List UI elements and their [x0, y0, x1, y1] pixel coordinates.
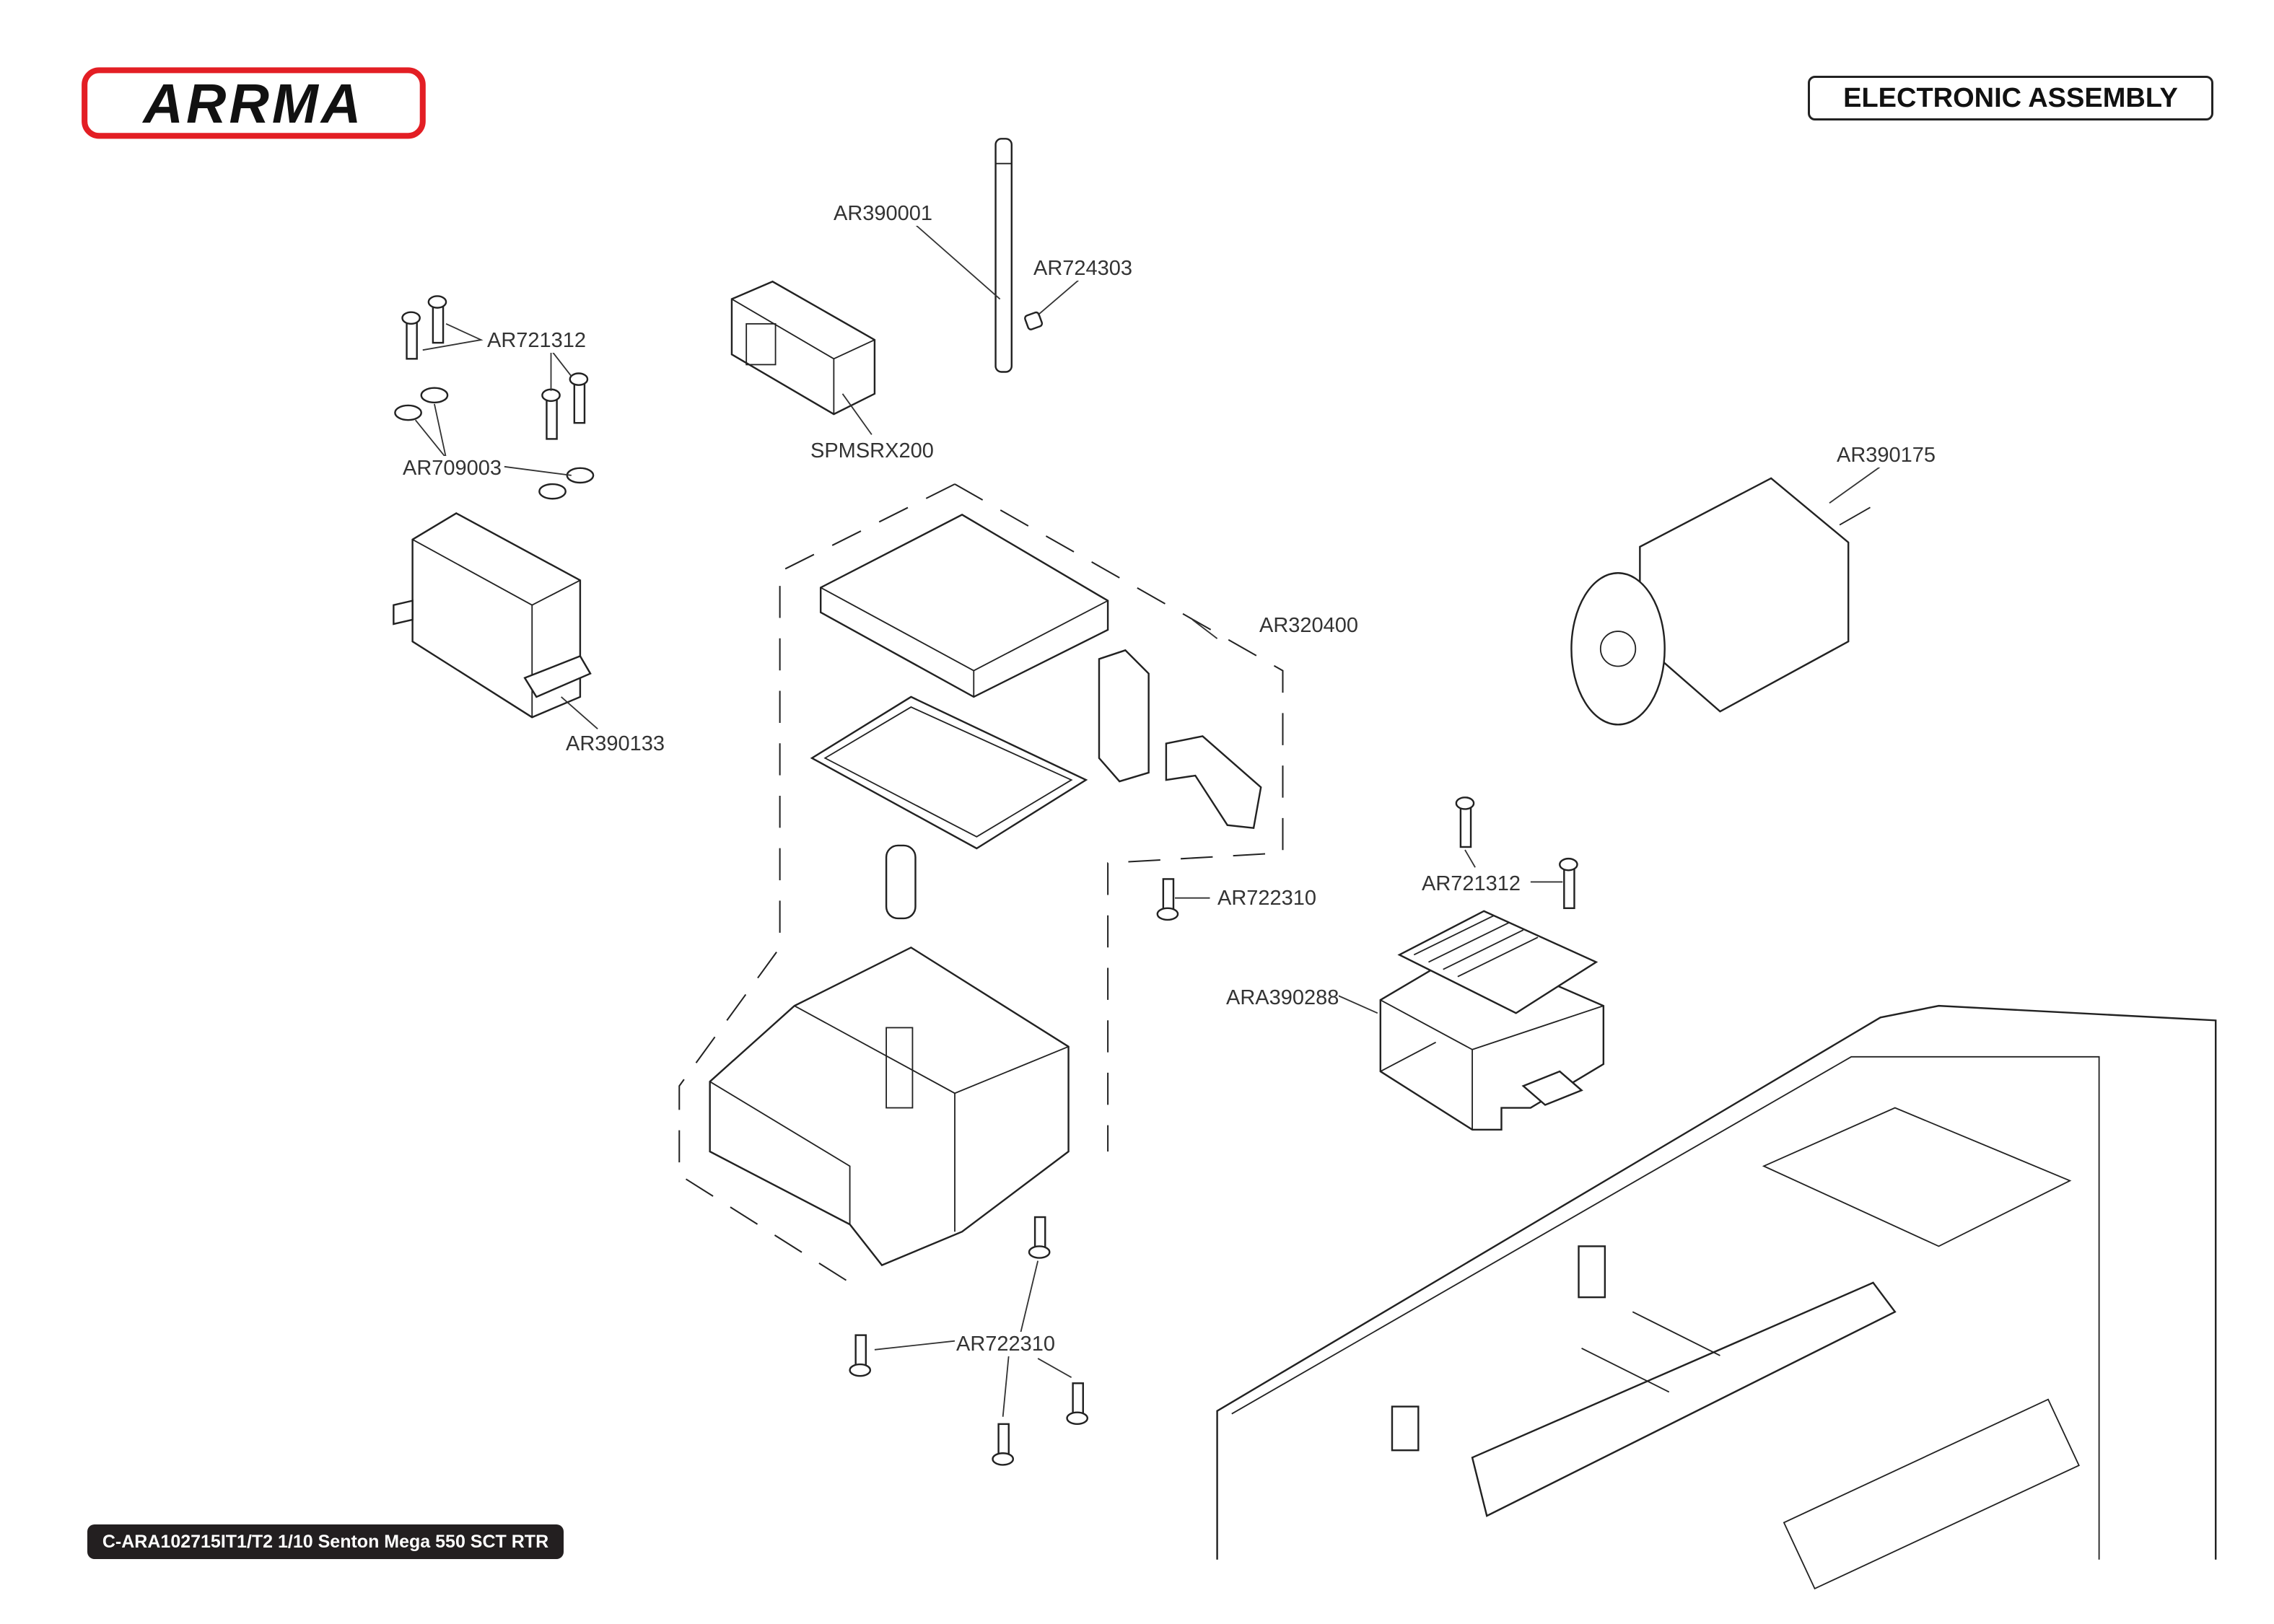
motor: [1570, 477, 1871, 726]
box-screw: [1156, 878, 1179, 921]
arrma-logo: ARRMA: [82, 67, 426, 139]
esc-screws: [1455, 796, 1578, 910]
label-receiver: SPMSRX200: [810, 439, 934, 463]
label-antenna-cap: AR724303: [1033, 256, 1133, 281]
antenna-tube: [994, 138, 1013, 373]
servo: [393, 512, 592, 719]
label-esc-screws: AR721312: [1422, 872, 1521, 896]
antenna-cap: [1024, 311, 1044, 330]
model-footer: C-ARA102715IT1/T2 1/10 Senton Mega 550 S…: [87, 1524, 564, 1559]
label-esc: ARA390288: [1226, 986, 1339, 1010]
receiver-box-assembly: [678, 483, 1284, 1291]
servo-screws: [401, 295, 589, 440]
esc: [1379, 910, 1605, 1131]
box-mount-screws: [849, 1216, 1089, 1466]
servo-washers: [394, 387, 595, 500]
label-servo-washers: AR709003: [403, 456, 502, 480]
label-servo-screws: AR721312: [487, 328, 587, 353]
section-title: ELECTRONIC ASSEMBLY: [1808, 76, 2213, 120]
label-box-mount-screws: AR722310: [956, 1332, 1056, 1356]
label-antenna-tube: AR390001: [834, 201, 933, 226]
svg-text:ARRMA: ARRMA: [142, 74, 364, 135]
label-receiver-box: AR320400: [1259, 613, 1359, 638]
label-motor: AR390175: [1837, 443, 1936, 468]
label-servo: AR390133: [566, 732, 665, 756]
label-box-screw: AR722310: [1217, 886, 1317, 910]
receiver: [730, 280, 876, 416]
chassis: [1216, 1004, 2217, 1590]
